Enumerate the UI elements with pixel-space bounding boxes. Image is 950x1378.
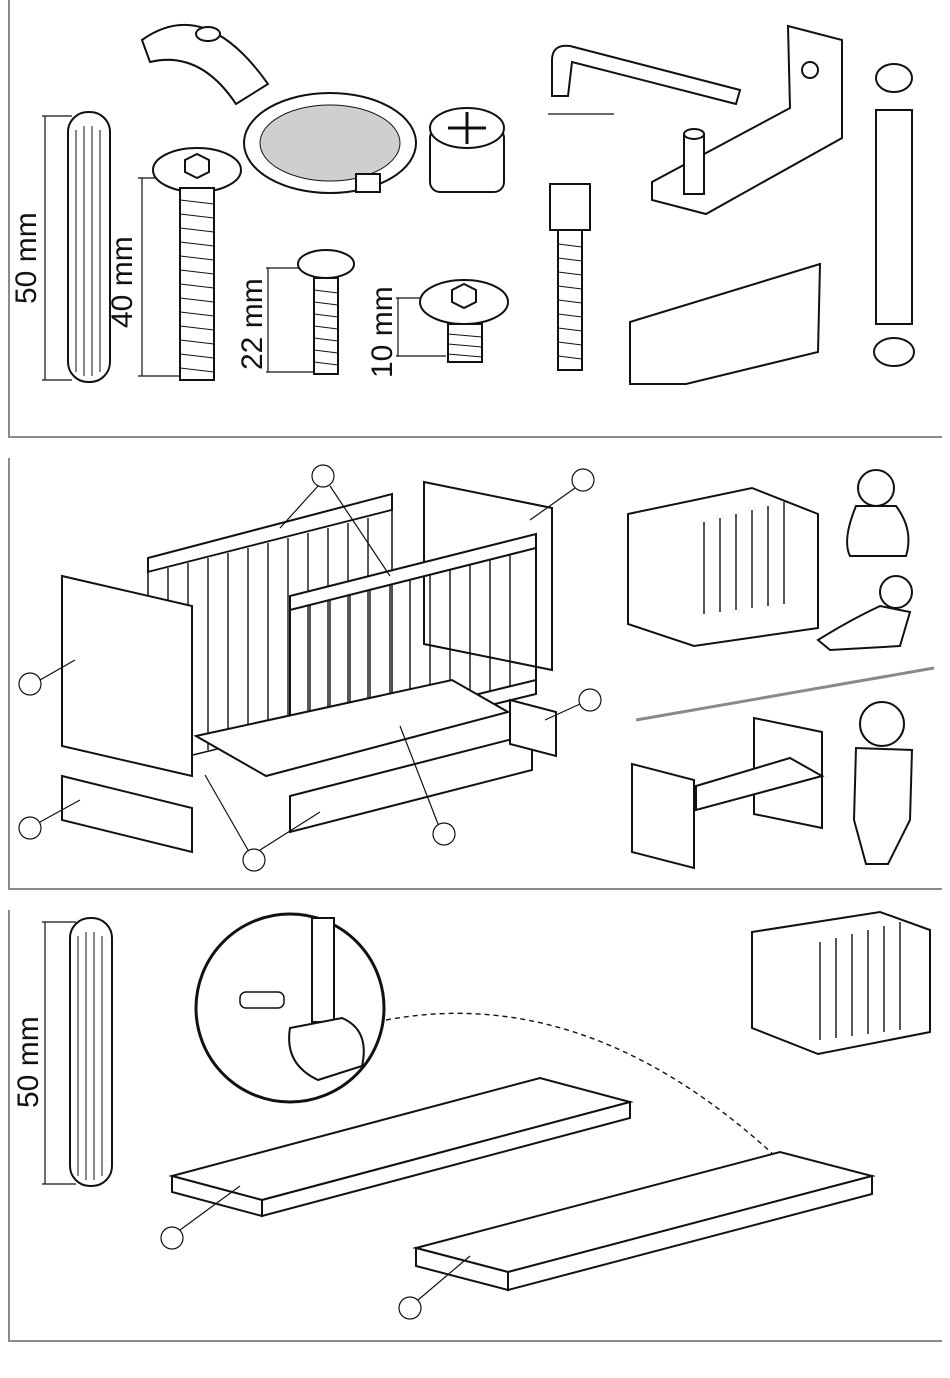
baby-sitting-icon xyxy=(847,470,908,556)
callout-circle xyxy=(399,1297,421,1319)
round-cover-icon xyxy=(244,93,416,193)
allen-key-icon xyxy=(548,46,740,114)
connector-bolt-icon xyxy=(550,184,590,370)
drawer-board-lower xyxy=(416,1152,872,1290)
screw-icon xyxy=(266,250,354,374)
dimension-label-10mm: 10 mm xyxy=(366,286,399,378)
hammer-icon xyxy=(196,914,384,1102)
crib-icon xyxy=(628,488,822,868)
crib-icon xyxy=(752,912,930,1054)
dimension-label-50mm: 50 mm xyxy=(10,212,43,304)
toddler-standing-icon xyxy=(854,702,912,864)
dimension-label-40mm: 40 mm xyxy=(106,236,139,328)
drawer-board-upper xyxy=(172,1078,630,1216)
wooden-dowel-icon xyxy=(42,918,112,1186)
dimension-label-50mm-step: 50 mm xyxy=(12,1016,45,1108)
metal-channel-icon xyxy=(630,264,820,384)
bracket-icon xyxy=(652,26,842,214)
adjustable-post-icon xyxy=(874,64,914,366)
callout-circle xyxy=(161,1227,183,1249)
dimension-label-22mm: 22 mm xyxy=(236,278,269,370)
cam-lock-icon xyxy=(430,108,504,192)
baby-crawling-icon xyxy=(818,576,912,650)
bolt-icon xyxy=(138,148,241,380)
crib-exploded-view xyxy=(62,482,556,852)
wooden-dowel-icon xyxy=(42,112,110,382)
short-screw-icon xyxy=(396,280,508,362)
